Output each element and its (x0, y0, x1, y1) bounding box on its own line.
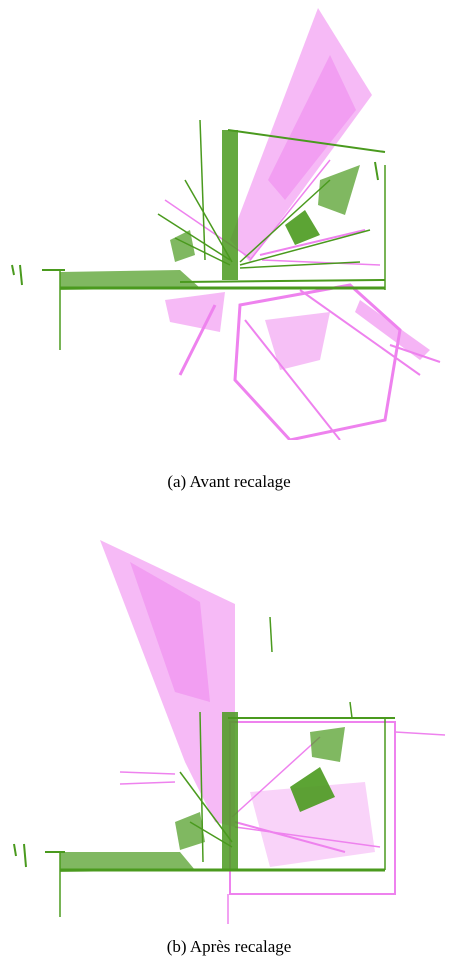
subfigure-b-tag: (b) (166, 937, 187, 956)
magenta-point-cloud (164, 8, 441, 440)
subfigure-b: (b) Après recalage (0, 500, 458, 956)
green-point-cloud (13, 616, 395, 917)
subfigure-a-title: Avant recalage (189, 472, 291, 491)
subfigure-a-tag: (a) (167, 472, 187, 491)
subfigure-a: (a) Avant recalage (0, 0, 458, 491)
subfigure-b-caption: (b) Après recalage (0, 937, 458, 957)
green-point-cloud (11, 119, 386, 350)
point-cloud-plot-before-registration (11, 8, 441, 440)
subfigure-b-title: Après recalage (189, 937, 292, 956)
subfigure-a-caption: (a) Avant recalage (0, 472, 458, 492)
point-cloud-plot-after-registration (13, 540, 446, 924)
